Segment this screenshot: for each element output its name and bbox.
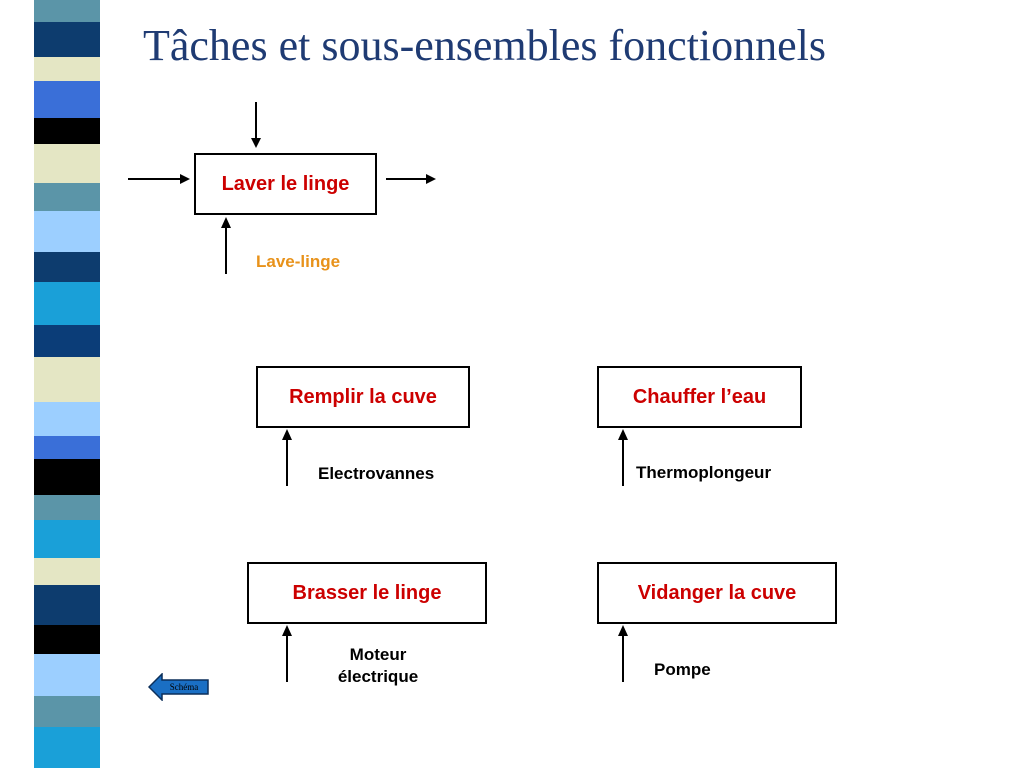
subtask-box-fill: Remplir la cuve xyxy=(256,366,470,428)
stripe-block xyxy=(34,625,100,655)
input-arrow-top xyxy=(251,102,261,148)
support-arrow-stir xyxy=(282,625,292,682)
stripe-block xyxy=(34,402,100,437)
support-arrow-drain xyxy=(618,625,628,682)
stripe-block xyxy=(34,459,100,496)
stripe-block xyxy=(34,520,100,559)
decorative-stripe xyxy=(0,0,120,768)
stripe-block xyxy=(34,81,100,119)
subtask-label: Brasser le linge xyxy=(292,581,442,604)
component-label-line: Moteur xyxy=(349,645,407,664)
support-arrow-main xyxy=(221,217,231,274)
component-label: Pompe xyxy=(654,660,711,679)
stripe-block xyxy=(34,727,100,768)
stripe-block xyxy=(34,585,100,626)
stripe-block xyxy=(34,325,100,358)
subtask-box-drain: Vidanger la cuve xyxy=(597,562,837,624)
main-task-box: Laver le linge xyxy=(194,153,377,215)
subtask-box-stir: Brasser le linge xyxy=(247,562,487,624)
page-title: Tâches et sous-ensembles fonctionnels xyxy=(143,21,827,70)
subtask-box-heat: Chauffer l’eau xyxy=(597,366,802,428)
stripe-block xyxy=(34,118,100,145)
component-label: Moteur électrique xyxy=(318,644,438,688)
stripe-block xyxy=(34,183,100,212)
stripe-block xyxy=(34,558,100,586)
schema-back-button[interactable]: Schéma xyxy=(148,673,210,701)
stripe-block xyxy=(34,436,100,460)
output-arrow-right xyxy=(386,174,436,184)
stripe-block xyxy=(34,495,100,521)
component-label: Electrovannes xyxy=(318,464,435,483)
input-arrow-left xyxy=(128,174,190,184)
component-label-line: électrique xyxy=(337,667,419,686)
subtask-label: Remplir la cuve xyxy=(289,385,437,408)
back-arrow-icon xyxy=(148,673,209,701)
stripe-block xyxy=(34,654,100,697)
stripe-block xyxy=(34,57,100,82)
stripe-block xyxy=(34,22,100,58)
stripe-block xyxy=(34,0,100,23)
system-label: Lave-linge xyxy=(256,252,341,271)
stripe-block xyxy=(34,696,100,728)
stripe-block xyxy=(34,252,100,283)
main-task-label: Laver le linge xyxy=(221,172,350,195)
stripe-block xyxy=(34,144,100,184)
component-label: Thermoplongeur xyxy=(636,463,772,482)
support-arrow-fill xyxy=(282,429,292,486)
schema-label: Schéma xyxy=(169,682,199,692)
support-arrow-heat xyxy=(618,429,628,486)
subtask-label: Chauffer l’eau xyxy=(632,385,767,408)
stripe-block xyxy=(34,282,100,326)
subtask-label: Vidanger la cuve xyxy=(637,581,797,604)
stripe-block xyxy=(34,211,100,253)
stripe-block xyxy=(34,357,100,403)
